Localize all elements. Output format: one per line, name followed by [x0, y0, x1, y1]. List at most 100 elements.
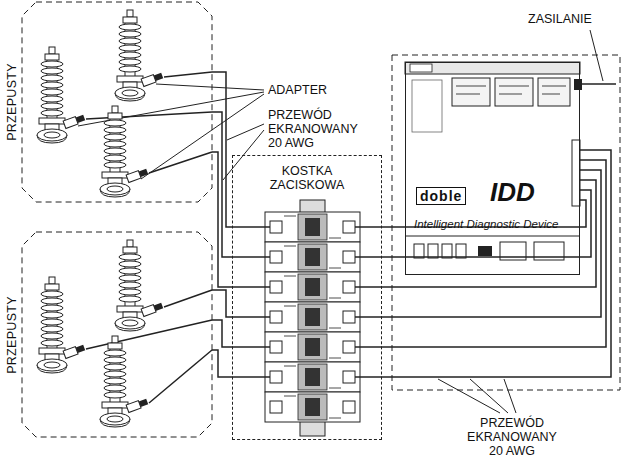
- bushing-base: [115, 317, 145, 329]
- bushing-cap: [123, 247, 137, 253]
- bushing-terminal: [127, 10, 133, 17]
- terminal-screw: [343, 371, 355, 383]
- terminal-detail: [329, 328, 341, 329]
- group-outline-shape: [22, 232, 212, 437]
- bushing-shed: [104, 378, 126, 384]
- adapter-label: ADAPTER: [268, 83, 327, 97]
- adapter-plug: [154, 73, 164, 81]
- shielded-cable-bundle: [212, 72, 232, 287]
- bushing-shed: [41, 340, 63, 346]
- bushing-shed: [119, 66, 141, 72]
- connector-port: [442, 244, 452, 258]
- bushing-shed: [41, 89, 63, 95]
- bushing-shed: [119, 24, 141, 30]
- bushing-shed: [41, 319, 63, 325]
- bushing-flange: [117, 306, 143, 312]
- terminal-detail: [329, 388, 341, 389]
- bushing-drawings: [37, 10, 212, 427]
- bushing-cap: [45, 54, 59, 60]
- bushing-flange: [102, 402, 128, 408]
- bushing-base: [115, 87, 145, 99]
- bushing-group: PRZEPUSTY: [22, 232, 212, 437]
- panel-line: [456, 86, 486, 87]
- terminal-wire: [355, 376, 382, 378]
- bushing-flange: [39, 348, 65, 354]
- leader-line: [504, 379, 516, 413]
- bushing-base: [37, 359, 67, 371]
- leader-line: [141, 94, 264, 179]
- bushing-shed: [104, 162, 126, 168]
- cable-label: PRZEWÓD EKRANOWANY 20 AWG: [462, 416, 562, 458]
- terminal-lever: [305, 248, 320, 266]
- terminal-module: [265, 242, 360, 272]
- connector-port: [478, 246, 492, 256]
- terminal-lever: [305, 308, 320, 326]
- bushing-cap: [108, 113, 122, 119]
- bushing-base: [44, 362, 60, 368]
- adapter-body: [63, 347, 78, 359]
- bushing-shed: [119, 45, 141, 51]
- adapter-wire: [164, 290, 212, 307]
- terminal-wire: [232, 286, 270, 288]
- terminal-detail: [329, 238, 341, 239]
- display-panel: [452, 78, 490, 106]
- bushing-cap: [108, 343, 122, 349]
- terminal-screw: [343, 341, 355, 353]
- bushing-shed: [41, 312, 63, 318]
- terminal-lever: [305, 278, 320, 296]
- terminal-screw: [343, 311, 355, 323]
- terminal-center: [298, 214, 327, 240]
- terminal-wire: [355, 256, 382, 258]
- terminal-detail: [284, 366, 296, 367]
- terminal-block-drawing: [232, 200, 382, 436]
- terminal-center: [298, 304, 327, 330]
- bushing-shed: [104, 141, 126, 147]
- bushing-shed: [119, 38, 141, 44]
- product-name: IDD: [490, 177, 535, 207]
- product-subtitle: Intelligent Diagnostic Device: [414, 217, 558, 231]
- diagnostic-device: dobleIDDIntelligent Diagnostic Device: [405, 62, 580, 275]
- panel-line: [499, 94, 522, 95]
- terminal-wire: [232, 346, 270, 348]
- terminal-center: [298, 334, 327, 360]
- terminal-module: [265, 272, 360, 302]
- bushing-base: [107, 186, 123, 192]
- bushing-shed: [104, 364, 126, 370]
- terminal-region: KOSTKA ZACISKOWA: [232, 155, 382, 440]
- adapter-body: [141, 75, 156, 87]
- connector-port: [414, 244, 424, 258]
- bushing-cap: [45, 284, 59, 290]
- bushing-shed: [119, 268, 141, 274]
- bushing-base: [107, 416, 123, 422]
- bushing-shed: [119, 59, 141, 65]
- terminal-screw: [270, 221, 282, 233]
- bushing-shed: [104, 392, 126, 398]
- leader-line: [438, 379, 500, 413]
- adapter-plug: [139, 169, 149, 177]
- cable-label: PRZEWÓD EKRANOWANY 20 AWG: [268, 108, 360, 150]
- bushing-shed: [41, 96, 63, 102]
- panel-line: [542, 86, 566, 87]
- input-strip: [572, 140, 580, 206]
- group-heading: PRZEPUSTY: [5, 296, 19, 374]
- bushing-terminal: [127, 240, 133, 247]
- bushing-shed: [41, 103, 63, 109]
- terminal-detail: [284, 276, 296, 277]
- terminal-lever: [305, 218, 320, 236]
- adapter-wire: [164, 72, 212, 77]
- panel-line: [542, 94, 560, 95]
- adapter-wire: [149, 350, 212, 403]
- adapter-wire: [86, 320, 212, 349]
- group-heading: PRZEPUSTY: [5, 63, 19, 141]
- terminal-detail: [284, 216, 296, 217]
- bushing-flange: [117, 76, 143, 82]
- adapter-symbol: [141, 72, 163, 87]
- bushing-terminal: [49, 277, 55, 284]
- terminal-module: [265, 212, 360, 242]
- bushing-shed: [119, 275, 141, 281]
- leader-line: [78, 92, 264, 126]
- region-heading: KOSTKA ZACISKOWA: [257, 164, 357, 192]
- panel-line: [456, 94, 480, 95]
- bushing-shed: [119, 289, 141, 295]
